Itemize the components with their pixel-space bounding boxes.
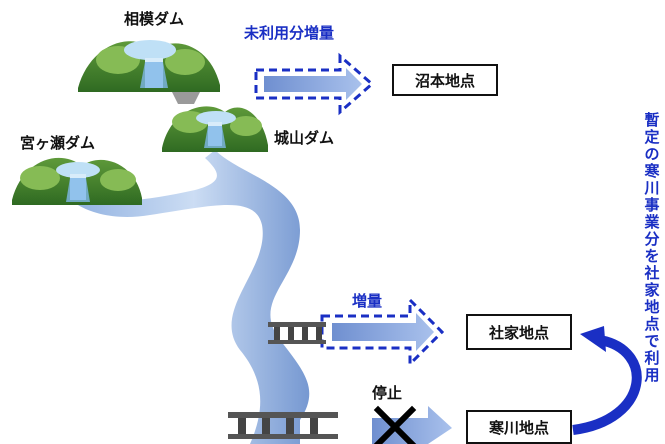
sagami-dam-label: 相模ダム [124,10,185,28]
shiroyama-dam-label: 城山ダム [274,129,335,147]
stopped-arrow [372,406,452,444]
transfer-curve-arrow [572,335,642,435]
miyagase-dam-illustration [12,157,142,205]
unused-increase-label: 未利用分増量 [244,24,335,42]
miyagase-dam-label: 宮ヶ瀬ダム [20,134,96,152]
shake-point-box: 社家地点 [466,314,572,350]
stop-cross-icon [373,405,417,444]
numamoto-point-box: 沼本地点 [392,64,498,96]
side-note-vertical: 暫定の寒川事業分を社家地点で利用 [644,111,660,384]
shake-weir [268,322,326,344]
samukawa-point-box: 寒川地点 [466,410,572,444]
increase-label: 増量 [352,292,383,310]
shiroyama-dam-illustration [162,106,268,152]
samukawa-weir [228,412,338,439]
sagami-dam-illustration [78,40,220,104]
stop-label: 停止 [372,384,403,402]
